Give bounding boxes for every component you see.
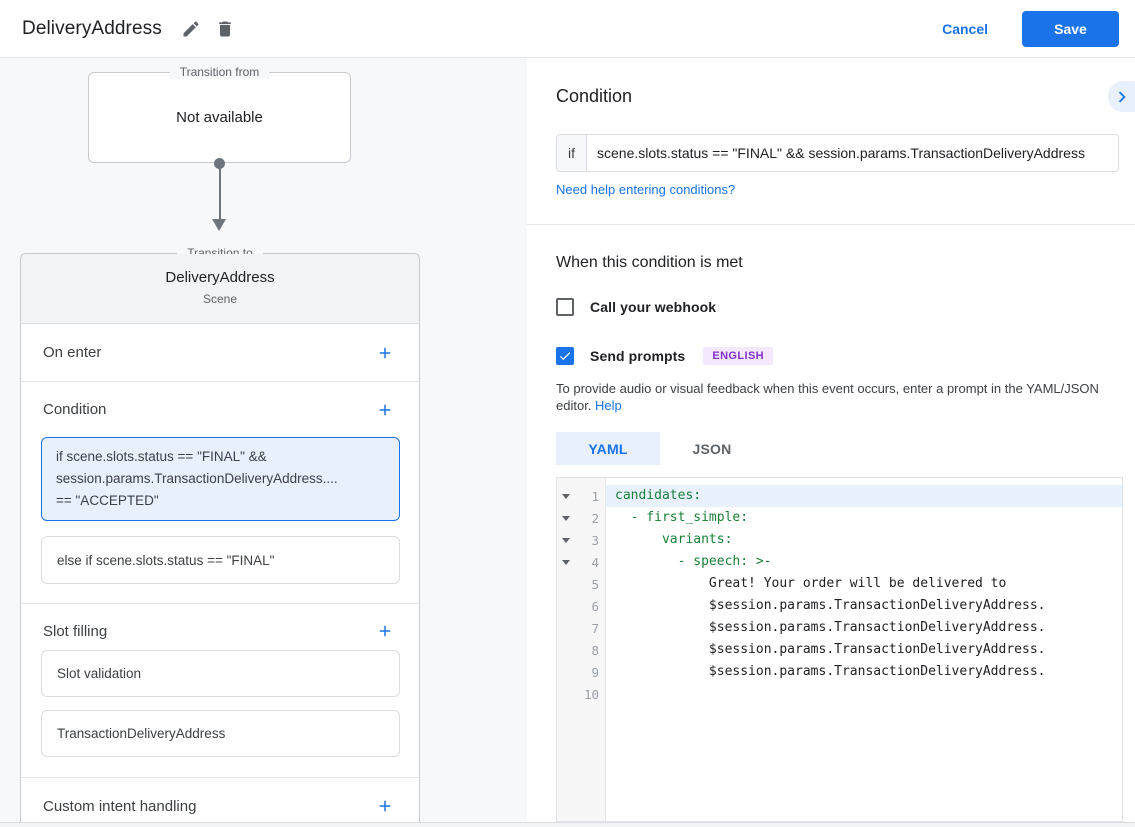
gutter-row: 4 bbox=[557, 551, 605, 573]
gutter-row: 1 bbox=[557, 485, 605, 507]
add-custom-intent-button[interactable] bbox=[371, 792, 399, 820]
fold-toggle-icon[interactable] bbox=[557, 493, 573, 499]
slot-filling-section-row: Slot filling bbox=[21, 604, 419, 658]
plus-icon bbox=[379, 404, 391, 415]
conditions-help-link[interactable]: Need help entering conditions? bbox=[556, 182, 736, 197]
condition-detail-panel: Condition if Need help entering conditio… bbox=[527, 58, 1135, 827]
cancel-button[interactable]: Cancel bbox=[926, 13, 1004, 45]
scene-card-subtitle: Scene bbox=[202, 292, 238, 306]
tab-json[interactable]: JSON bbox=[692, 440, 732, 457]
condition-section-label: Condition bbox=[43, 401, 107, 418]
editor-code-area[interactable]: candidates: - first_simple: variants: - … bbox=[606, 478, 1122, 821]
slot-card-validation[interactable]: Slot validation bbox=[41, 650, 400, 697]
transition-to-card: Transition to DeliveryAddress Scene On e… bbox=[20, 246, 420, 827]
edit-scene-name-button[interactable] bbox=[174, 12, 208, 46]
gutter-row: 5 bbox=[591, 576, 599, 592]
condition-card-selected[interactable]: if scene.slots.status == "FINAL" && sess… bbox=[41, 437, 400, 521]
plus-icon bbox=[379, 347, 391, 358]
yaml-code-editor[interactable]: 1 2 3 4 5 6 7 8 9 10 candidates: - first… bbox=[556, 477, 1123, 822]
editor-gutter: 1 2 3 4 5 6 7 8 9 10 bbox=[557, 478, 606, 821]
connector-line bbox=[218, 163, 221, 220]
editor-line bbox=[606, 683, 1122, 705]
slot-card-label: TransactionDeliveryAddress bbox=[57, 726, 226, 741]
detail-title: Condition bbox=[556, 86, 633, 106]
add-on-enter-button[interactable] bbox=[371, 339, 399, 367]
trash-icon bbox=[215, 19, 235, 39]
send-prompts-row: Send prompts ENGLISH bbox=[556, 347, 774, 365]
gutter-row: 6 bbox=[591, 598, 599, 614]
send-prompts-label: Send prompts bbox=[590, 348, 686, 364]
prompt-description: To provide audio or visual feedback when… bbox=[556, 380, 1134, 414]
condition-line: if scene.slots.status == "FINAL" && bbox=[56, 449, 267, 464]
editor-line: $session.params.TransactionDeliveryAddre… bbox=[615, 664, 1046, 679]
slot-card-label: Slot validation bbox=[57, 666, 142, 681]
gutter-row: 10 bbox=[583, 686, 599, 702]
slot-filling-label: Slot filling bbox=[43, 622, 108, 640]
editor-line: $session.params.TransactionDeliveryAddre… bbox=[615, 642, 1046, 657]
add-slot-button[interactable] bbox=[371, 617, 399, 645]
fold-toggle-icon[interactable] bbox=[557, 515, 573, 521]
transition-from-box: Transition from Not available bbox=[88, 65, 351, 163]
pencil-icon bbox=[181, 19, 201, 39]
slot-card-transaction-delivery-address[interactable]: TransactionDeliveryAddress bbox=[41, 710, 400, 757]
fold-toggle-icon[interactable] bbox=[557, 559, 573, 565]
tab-yaml[interactable]: YAML bbox=[556, 432, 660, 465]
editor-line: candidates: bbox=[606, 485, 1122, 507]
scene-flow-panel: Transition from Not available Transition… bbox=[0, 58, 527, 827]
detail-divider bbox=[527, 224, 1135, 225]
horizontal-scrollbar[interactable] bbox=[0, 822, 1135, 827]
editor-line: variants: bbox=[615, 532, 733, 547]
call-webhook-label: Call your webhook bbox=[590, 299, 717, 315]
editor-line: - first_simple: bbox=[615, 510, 749, 525]
collapse-panel-button[interactable] bbox=[1108, 81, 1135, 112]
on-enter-section-row: On enter bbox=[21, 324, 419, 381]
language-badge: ENGLISH bbox=[703, 347, 774, 365]
send-prompts-checkbox[interactable] bbox=[556, 347, 574, 365]
gutter-row: 3 bbox=[557, 529, 605, 551]
gutter-row: 8 bbox=[591, 642, 599, 658]
chevron-right-icon bbox=[1111, 86, 1133, 108]
add-condition-button[interactable] bbox=[371, 396, 399, 424]
gutter-row: 2 bbox=[557, 507, 605, 529]
transition-from-value: Not available bbox=[176, 109, 263, 126]
editor-line: $session.params.TransactionDeliveryAddre… bbox=[615, 620, 1046, 635]
section-divider bbox=[21, 777, 419, 778]
custom-intent-section-row: Custom intent handling bbox=[21, 778, 419, 827]
editor-line: $session.params.TransactionDeliveryAddre… bbox=[615, 598, 1046, 613]
check-icon bbox=[559, 352, 571, 361]
help-link[interactable]: Help bbox=[595, 398, 622, 413]
condition-card-else[interactable]: else if scene.slots.status == "FINAL" bbox=[41, 536, 400, 584]
custom-intent-label: Custom intent handling bbox=[43, 797, 197, 815]
save-button[interactable]: Save bbox=[1022, 10, 1119, 47]
on-enter-label: On enter bbox=[43, 344, 102, 361]
webhook-row: Call your webhook bbox=[556, 298, 716, 316]
app-header: DeliveryAddress Cancel Save bbox=[0, 0, 1135, 58]
delete-scene-button[interactable] bbox=[208, 12, 242, 46]
section-divider bbox=[21, 603, 419, 604]
if-prefix-label: if bbox=[557, 135, 587, 171]
scene-card-header: DeliveryAddress Scene bbox=[21, 254, 419, 324]
condition-line: else if scene.slots.status == "FINAL" bbox=[57, 552, 275, 568]
editor-line: - speech: >- bbox=[615, 554, 772, 569]
plus-icon bbox=[379, 625, 391, 637]
condition-line: == "ACCEPTED" bbox=[56, 493, 159, 508]
section-divider bbox=[21, 381, 419, 382]
call-webhook-checkbox[interactable] bbox=[556, 298, 574, 316]
fold-toggle-icon[interactable] bbox=[557, 537, 573, 543]
gutter-row: 9 bbox=[591, 664, 599, 680]
prompt-description-text: To provide audio or visual feedback when… bbox=[556, 381, 1099, 413]
gutter-row: 7 bbox=[591, 620, 599, 636]
condition-expression-input[interactable] bbox=[587, 135, 1118, 171]
editor-line: Great! Your order will be delivered to bbox=[615, 576, 1007, 591]
condition-section-row: Condition bbox=[21, 382, 419, 437]
condition-line: session.params.TransactionDeliveryAddres… bbox=[56, 471, 338, 486]
plus-icon bbox=[379, 800, 391, 812]
condition-expression-group: if bbox=[556, 134, 1119, 172]
page-title: DeliveryAddress bbox=[22, 17, 162, 39]
when-condition-met-title: When this condition is met bbox=[556, 254, 743, 271]
scene-card-title: DeliveryAddress bbox=[165, 269, 275, 286]
editor-format-tabs: YAML JSON bbox=[556, 432, 764, 465]
connector-arrowhead-icon bbox=[212, 219, 226, 231]
